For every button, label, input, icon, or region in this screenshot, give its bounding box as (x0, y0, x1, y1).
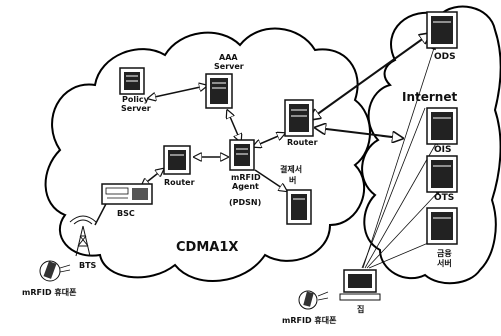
home-computer-icon (339, 269, 381, 301)
aaa-server-icon (205, 73, 233, 109)
router-right-icon (284, 99, 314, 137)
bts-label: BTS (79, 261, 97, 270)
mrfid-phone-left-icon (39, 260, 71, 282)
policy-server-icon (119, 67, 145, 95)
agent-payment-link (254, 169, 285, 190)
policy-server-label-1: Policy (122, 95, 150, 104)
ods-label: ODS (434, 52, 456, 62)
ois-server-icon (426, 107, 458, 145)
agent-label-1: mRFID (231, 173, 261, 182)
mrfid-agent-icon (229, 139, 255, 171)
internet-cloud-label: Internet (402, 90, 457, 104)
aaa-agent-link (228, 112, 240, 140)
bts-tower-icon (69, 215, 97, 257)
router-bsc-link (143, 170, 162, 185)
home-label: 집 (357, 304, 364, 314)
mrfid-phone-bottom-label: mRFID 휴대폰 (282, 315, 337, 325)
mrfid-phone-left-label: mRFID 휴대폰 (22, 287, 77, 297)
payment-server-label-1: 결제서 (280, 164, 302, 174)
finance-server-icon (426, 207, 458, 245)
mrfid-phone-bottom-icon (298, 290, 329, 310)
payment-server-label-2: 버 (289, 175, 296, 185)
aaa-server-label-1: AAA (219, 53, 238, 62)
ois-label: OIS (434, 145, 451, 155)
cdma-cloud-label: CDMA1X (176, 240, 238, 255)
bsc-icon (101, 183, 153, 205)
finance-server-label-2: 서버 (437, 258, 452, 268)
ods-server-icon (426, 11, 458, 49)
aaa-server-label-2: Server (214, 62, 244, 71)
agent-label-2: Agent (232, 182, 259, 191)
router-left-icon (163, 145, 191, 175)
ots-server-icon (426, 155, 458, 193)
router-left-label: Router (164, 178, 195, 187)
router-right-label: Router (287, 138, 318, 147)
agent-label-3: (PDSN) (229, 198, 261, 207)
ots-label: OTS (434, 193, 454, 203)
router-internet-link (318, 128, 400, 138)
finance-server-label-1: 금융 (437, 248, 452, 258)
router-ods-link (312, 35, 428, 118)
agent-router-right-link (255, 134, 283, 146)
policy-server-label-2: Server (121, 104, 151, 113)
bsc-label: BSC (117, 209, 135, 218)
payment-server-icon (286, 189, 312, 225)
